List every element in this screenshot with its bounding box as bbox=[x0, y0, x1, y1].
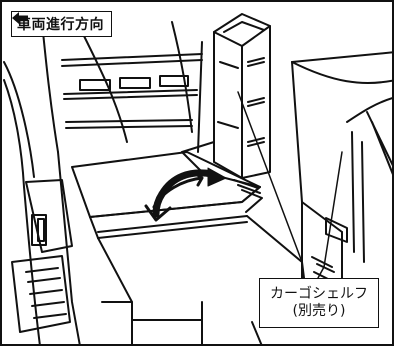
vehicle-direction-text: 車両進行方向 bbox=[17, 17, 104, 33]
cargo-shelf-label: カーゴシェルフ bbox=[270, 285, 368, 302]
sold-separately-note: (別売り) bbox=[292, 303, 346, 319]
vehicle-direction-label: 車両進行方向 bbox=[11, 11, 112, 37]
left-arrow-icon bbox=[12, 12, 28, 24]
cargo-shelf-callout: カーゴシェルフ (別売り) bbox=[259, 278, 379, 328]
